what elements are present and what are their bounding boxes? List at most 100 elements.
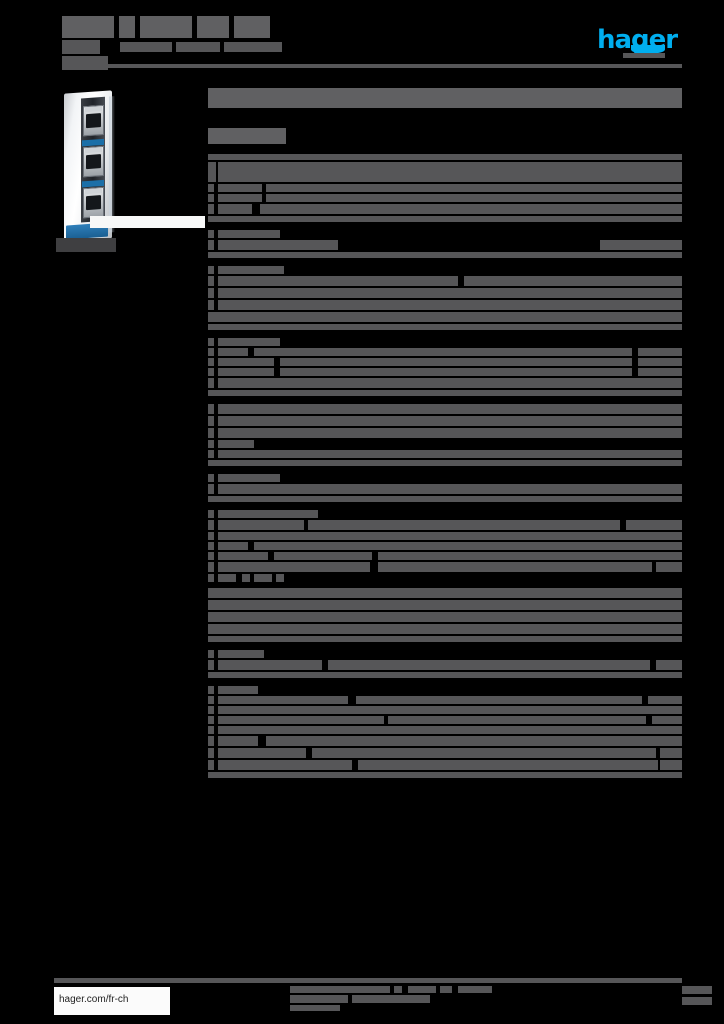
spec-row-49-cell-1	[218, 726, 682, 734]
spec-row-14-cell-0	[208, 324, 682, 330]
footer-right-block-0	[682, 986, 712, 994]
footer-center-block-0	[290, 986, 390, 993]
spec-row-40-cell-0	[208, 624, 682, 634]
spec-row-45-cell-1	[218, 686, 258, 694]
spec-row-28-cell-1	[218, 484, 682, 494]
spec-row-36-cell-0	[208, 574, 214, 582]
product-image-panel	[56, 88, 205, 263]
spec-row-16-cell-3	[638, 348, 682, 356]
footer-url-link[interactable]: hager.com/fr-ch	[59, 994, 129, 1005]
spec-row-4-cell-2	[260, 204, 682, 214]
spec-row-33-cell-2	[254, 542, 682, 550]
spec-row-19-cell-0	[208, 378, 214, 388]
spec-row-50-cell-1	[218, 736, 258, 746]
spec-row-24-cell-1	[218, 440, 254, 448]
spec-row-31-cell-2	[308, 520, 620, 530]
spec-row-15-cell-0	[208, 338, 214, 346]
spec-row-48-cell-3	[652, 716, 682, 724]
spec-row-11-cell-1	[218, 288, 682, 298]
spec-row-52-cell-3	[660, 760, 682, 770]
spec-row-15-cell-1	[218, 338, 280, 346]
spec-row-25-cell-0	[208, 450, 214, 458]
spec-row-34-cell-2	[274, 552, 372, 560]
hager-logo: hager	[597, 27, 689, 58]
spec-row-37-cell-0	[208, 588, 682, 598]
footer-divider	[54, 978, 682, 983]
fuse-cap-icon	[85, 188, 102, 195]
spec-row-9-cell-1	[218, 266, 284, 274]
title-redaction-0	[62, 16, 114, 38]
spec-row-49-cell-0	[208, 726, 214, 734]
spec-row-44-cell-0	[208, 672, 682, 678]
spec-row-1-cell-0	[208, 162, 216, 182]
spec-row-28-cell-0	[208, 484, 214, 494]
footer-url-box[interactable]: hager.com/fr-ch	[54, 987, 170, 1015]
spec-row-29-cell-0	[208, 496, 682, 502]
spec-row-35-cell-2	[378, 562, 652, 572]
spec-row-30-cell-0	[208, 510, 214, 518]
title-redaction-5	[62, 40, 100, 54]
spec-row-36-cell-4	[276, 574, 284, 582]
spec-row-5-cell-0	[208, 216, 682, 222]
spec-row-46-cell-2	[356, 696, 642, 704]
spec-row-18-cell-1	[218, 368, 274, 376]
spec-row-48-cell-1	[218, 716, 384, 724]
logo-swoosh-icon	[631, 45, 665, 54]
footer-center-block-2	[408, 986, 436, 993]
spec-row-7-cell-0	[208, 240, 214, 250]
spec-row-36-cell-2	[242, 574, 250, 582]
spec-row-30-cell-1	[218, 510, 318, 518]
spec-row-34-cell-1	[218, 552, 268, 560]
footer-center-block-3	[440, 986, 452, 993]
spec-row-27-cell-1	[218, 474, 280, 482]
spec-row-38-cell-0	[208, 600, 682, 610]
title-redaction-6	[120, 42, 172, 52]
spec-row-51-cell-0	[208, 748, 214, 758]
spec-row-33-cell-1	[218, 542, 248, 550]
title-redaction-8	[224, 42, 282, 52]
spec-row-34-cell-3	[378, 552, 682, 560]
spec-row-27-cell-0	[208, 474, 214, 482]
footer-center-block-5	[290, 995, 348, 1003]
spec-row-8-cell-0	[208, 252, 682, 258]
spec-row-3-cell-1	[218, 194, 262, 202]
spec-row-50-cell-0	[208, 736, 214, 746]
spec-row-52-cell-0	[208, 760, 214, 770]
spec-row-18-cell-2	[280, 368, 632, 376]
spec-row-46-cell-0	[208, 696, 214, 704]
fuse-cap-icon	[85, 106, 102, 113]
spec-row-18-cell-0	[208, 368, 214, 376]
fuse-module-3	[83, 186, 104, 219]
logo-tagline-redaction	[623, 53, 665, 58]
spec-row-26-cell-0	[208, 460, 682, 466]
title-redaction-1	[119, 16, 135, 38]
spec-row-36-cell-3	[254, 574, 272, 582]
spec-row-51-cell-1	[218, 748, 306, 758]
footer-center-block-4	[458, 986, 492, 993]
spec-row-22-cell-0	[208, 416, 214, 426]
spec-row-39-cell-0	[208, 612, 682, 622]
spec-row-20-cell-0	[208, 390, 682, 396]
spec-row-43-cell-2	[328, 660, 650, 670]
spec-row-52-cell-1	[218, 760, 352, 770]
footer-right-block-1	[682, 997, 712, 1005]
spec-row-4-cell-0	[208, 204, 214, 214]
spec-row-22-cell-1	[218, 416, 682, 426]
spec-row-16-cell-1	[218, 348, 248, 356]
spec-row-2-cell-1	[218, 184, 262, 192]
spec-row-7-cell-2	[600, 240, 682, 250]
title-redaction-7	[176, 42, 220, 52]
fuse-slot-icon	[86, 195, 101, 211]
fuse-module-1	[83, 104, 104, 137]
spec-row-11-cell-0	[208, 288, 214, 298]
spec-row-52-cell-2	[358, 760, 658, 770]
image-callout-bar	[90, 216, 205, 228]
spec-row-31-cell-3	[626, 520, 682, 530]
spec-row-16-cell-2	[254, 348, 632, 356]
title-redaction-2	[140, 16, 192, 38]
spec-row-46-cell-3	[648, 696, 682, 704]
spec-subtitle-redaction-1-0	[208, 128, 286, 144]
spec-row-6-cell-1	[218, 230, 280, 238]
spec-row-16-cell-0	[208, 348, 214, 356]
